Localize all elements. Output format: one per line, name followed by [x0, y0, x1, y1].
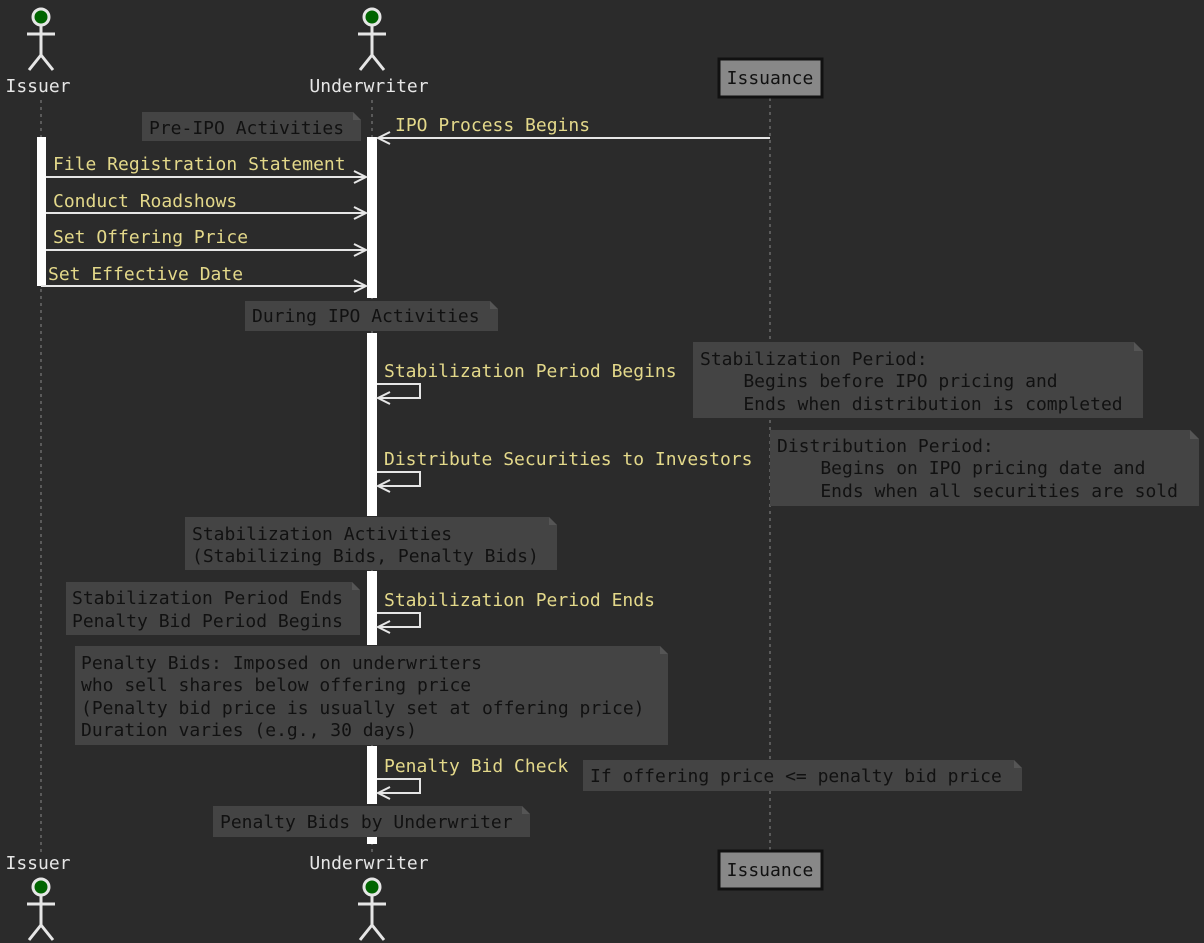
- msg-distribute-securities: Distribute Securities to Investors: [375, 449, 752, 493]
- issuer-actor-top: [27, 7, 55, 71]
- note-during-ipo: During IPO Activities: [245, 301, 498, 331]
- svg-text:Duration varies (e.g., 30 days: Duration varies (e.g., 30 days): [81, 720, 417, 741]
- svg-text:File Registration Statement: File Registration Statement: [53, 154, 346, 175]
- issuer-activation: [37, 137, 46, 286]
- issuer-actor-bottom: [27, 877, 55, 941]
- svg-text:Ends when all securities are s: Ends when all securities are sold: [777, 481, 1178, 502]
- svg-text:During IPO Activities: During IPO Activities: [252, 306, 480, 327]
- note-penalty-condition: If offering price <= penalty bid price: [583, 760, 1022, 791]
- svg-text:(Penalty bid price is usually: (Penalty bid price is usually set at off…: [81, 698, 645, 719]
- underwriter-actor-top: [358, 7, 386, 71]
- svg-text:Set Offering Price: Set Offering Price: [53, 227, 248, 248]
- underwriter-activation-4: [367, 746, 377, 804]
- svg-text:who sell shares below offering: who sell shares below offering price: [81, 675, 471, 696]
- note-pre-ipo: Pre-IPO Activities: [142, 112, 361, 141]
- issuer-label-bottom: Issuer: [5, 853, 70, 874]
- note-stabilization-ends: Stabilization Period Ends Penalty Bid Pe…: [66, 582, 360, 635]
- underwriter-activation-3: [367, 571, 377, 645]
- svg-text:Begins before IPO pricing and: Begins before IPO pricing and: [700, 371, 1058, 392]
- svg-text:Ends when distribution is comp: Ends when distribution is completed: [700, 394, 1123, 415]
- svg-text:Pre-IPO Activities: Pre-IPO Activities: [149, 118, 344, 139]
- underwriter-activation-2: [367, 333, 377, 516]
- msg-stabilization-ends: Stabilization Period Ends: [375, 590, 655, 634]
- underwriter-actor-bottom: [358, 877, 386, 941]
- svg-text:IPO Process Begins: IPO Process Begins: [395, 115, 590, 136]
- svg-text:Begins on IPO pricing date and: Begins on IPO pricing date and: [777, 458, 1145, 479]
- svg-text:Stabilization Period:: Stabilization Period:: [700, 349, 928, 370]
- issuance-box-bottom: [717, 849, 824, 891]
- note-penalty-by-underwriter: Penalty Bids by Underwriter: [213, 806, 530, 837]
- svg-text:Stabilization Period Ends: Stabilization Period Ends: [384, 590, 655, 611]
- msg-set-offering-price: Set Offering Price: [46, 227, 369, 257]
- svg-text:Penalty Bids: Imposed on under: Penalty Bids: Imposed on underwriters: [81, 653, 482, 674]
- svg-text:Penalty Bid Check: Penalty Bid Check: [384, 756, 568, 777]
- issuance-label-top: Issuance: [727, 68, 814, 89]
- msg-conduct-roadshows: Conduct Roadshows: [46, 191, 369, 220]
- svg-text:Penalty Bids by Underwriter: Penalty Bids by Underwriter: [220, 812, 513, 833]
- svg-text:Penalty Bid Period Begins: Penalty Bid Period Begins: [72, 611, 343, 632]
- svg-text:Distribution Period:: Distribution Period:: [777, 436, 994, 457]
- svg-text:Stabilization Period Ends: Stabilization Period Ends: [72, 588, 343, 609]
- underwriter-activation-1: [367, 137, 377, 298]
- msg-penalty-bid-check: Penalty Bid Check: [375, 756, 568, 800]
- svg-text:Set Effective Date: Set Effective Date: [48, 264, 243, 285]
- svg-text:(Stabilizing Bids, Penalty Bid: (Stabilizing Bids, Penalty Bids): [192, 546, 539, 567]
- issuance-label-bottom: Issuance: [727, 860, 814, 881]
- svg-text:Distribute Securities to Inves: Distribute Securities to Investors: [384, 449, 752, 470]
- issuer-label-top: Issuer: [5, 76, 70, 97]
- underwriter-label-top: Underwriter: [309, 76, 428, 97]
- svg-text:Stabilization Period Begins: Stabilization Period Begins: [384, 361, 677, 382]
- issuance-box-top: [717, 57, 824, 99]
- note-stabilization-period: Stabilization Period: Begins before IPO …: [693, 342, 1143, 418]
- svg-text:Stabilization Activities: Stabilization Activities: [192, 524, 452, 545]
- note-penalty-bids: Penalty Bids: Imposed on underwriters wh…: [75, 646, 668, 745]
- underwriter-label-bottom: Underwriter: [309, 853, 428, 874]
- note-distribution-period: Distribution Period: Begins on IPO prici…: [770, 430, 1199, 506]
- msg-ipo-begins: IPO Process Begins: [375, 115, 770, 145]
- msg-file-registration: File Registration Statement: [46, 154, 369, 184]
- msg-set-effective-date: Set Effective Date: [41, 264, 369, 293]
- msg-stabilization-begins: Stabilization Period Begins: [375, 361, 677, 405]
- svg-text:Conduct Roadshows: Conduct Roadshows: [53, 191, 237, 212]
- note-stabilization-activities: Stabilization Activities (Stabilizing Bi…: [185, 517, 557, 570]
- underwriter-activation-5: [367, 837, 377, 844]
- svg-text:If offering price <= penalty b: If offering price <= penalty bid price: [590, 766, 1002, 787]
